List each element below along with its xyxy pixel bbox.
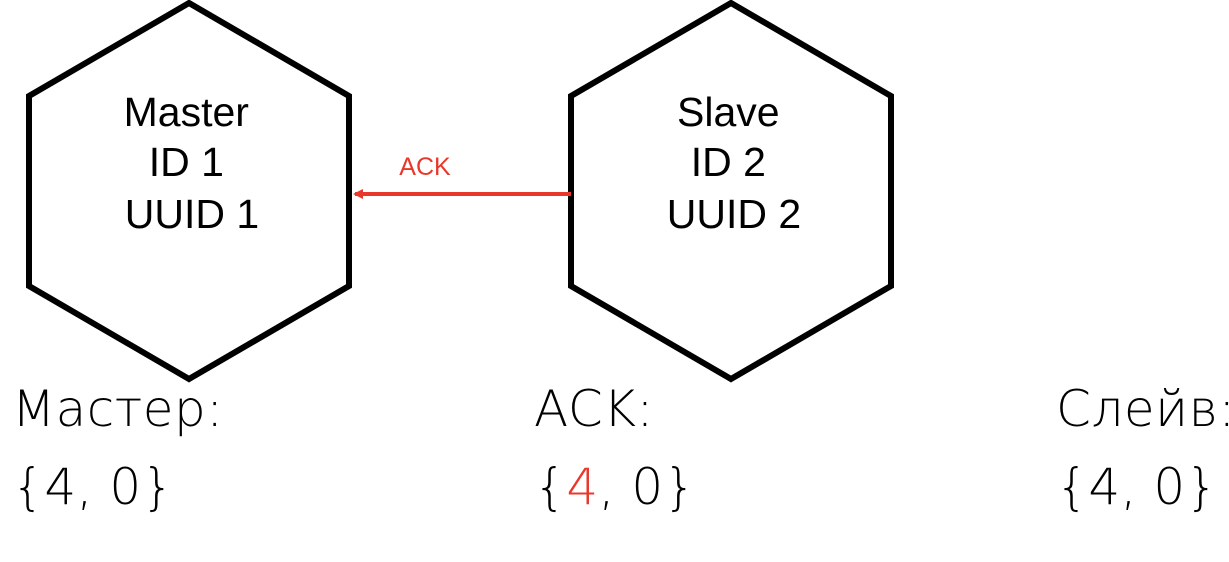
ack-set-open-brace: { bbox=[534, 458, 567, 516]
slave-set-second-value: 0 bbox=[1153, 458, 1186, 516]
slave-set-first-value: 4 bbox=[1088, 458, 1121, 516]
slave-set-separator: , bbox=[1120, 458, 1154, 516]
slave-set-close-brace: } bbox=[1185, 458, 1219, 516]
slave-label: Slave ID 2 UUID 2 bbox=[667, 89, 801, 237]
master-set-second-value: 0 bbox=[109, 458, 142, 516]
ack-caption-title: ACK: bbox=[534, 380, 654, 438]
master-caption-set: {4, 0} bbox=[12, 462, 224, 512]
ack-set-first-value-highlighted: 4 bbox=[566, 458, 599, 516]
slave-node: Slave ID 2 UUID 2 bbox=[568, 0, 894, 383]
master-label-line-3: UUID 1 bbox=[125, 191, 259, 237]
ack-set-close-brace: } bbox=[663, 458, 697, 516]
master-set-open-brace: { bbox=[12, 458, 45, 516]
ack-edge-label: ACK bbox=[399, 153, 451, 181]
slave-label-line-1: Slave bbox=[677, 89, 780, 135]
master-label-line-1: Master bbox=[124, 89, 249, 135]
slave-caption-set: {4, 0} bbox=[1056, 462, 1229, 512]
ack-edge: ACK bbox=[353, 153, 571, 199]
master-node: Master ID 1 UUID 1 bbox=[26, 0, 352, 383]
slave-label-line-2: ID 2 bbox=[691, 139, 766, 185]
slave-caption: Слейв: {4, 0} bbox=[1056, 384, 1229, 512]
master-caption: Мастер: {4, 0} bbox=[12, 384, 224, 512]
master-label-line-2: ID 1 bbox=[149, 139, 224, 185]
slave-set-open-brace: { bbox=[1056, 458, 1089, 516]
master-label: Master ID 1 UUID 1 bbox=[124, 89, 261, 237]
slave-hexagon bbox=[568, 0, 894, 383]
ack-caption-set: {4, 0} bbox=[534, 462, 696, 512]
ack-set-second-value: 0 bbox=[631, 458, 664, 516]
ack-set-separator: , bbox=[598, 458, 632, 516]
master-set-close-brace: } bbox=[141, 458, 175, 516]
slave-caption-title: Слейв: bbox=[1056, 380, 1229, 438]
master-set-first-value: 4 bbox=[44, 458, 77, 516]
master-caption-title: Мастер: bbox=[12, 380, 224, 438]
master-set-separator: , bbox=[76, 458, 110, 516]
slave-label-line-3: UUID 2 bbox=[667, 191, 801, 237]
ack-caption: ACK: {4, 0} bbox=[534, 384, 696, 512]
master-hexagon bbox=[26, 0, 352, 383]
